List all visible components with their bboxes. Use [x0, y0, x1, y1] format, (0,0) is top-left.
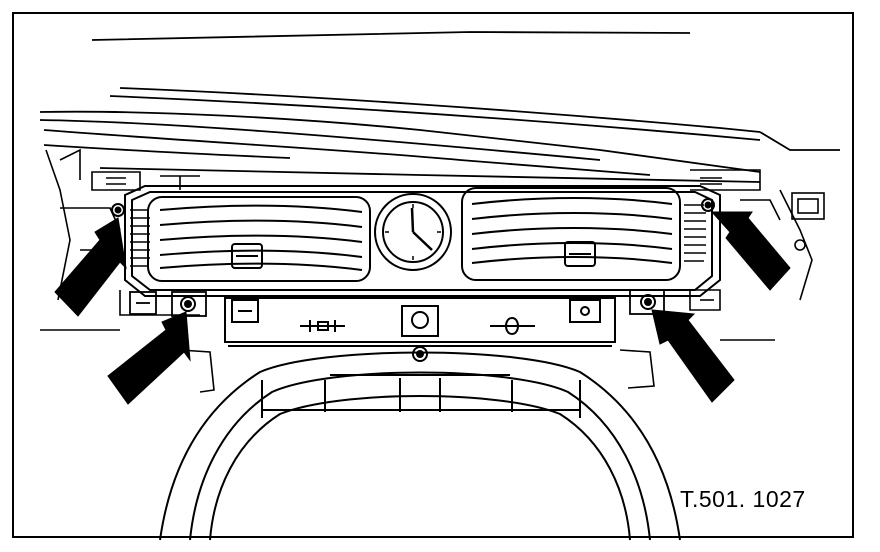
clock-icon: [374, 193, 452, 271]
lower-console-arch: [159, 351, 681, 541]
vent-bezel: [124, 185, 721, 297]
left-vent-thumbwheel: [130, 209, 150, 267]
left-air-vent: [147, 196, 371, 282]
windscreen-lines: [39, 31, 840, 183]
left-vent-adjuster-tab: [231, 243, 263, 269]
screw-icon: [111, 198, 715, 362]
arrow-pointer-icon: [54, 211, 791, 405]
right-vent-adjuster-tab: [564, 241, 596, 267]
arrow-upper-left: [54, 217, 127, 317]
arrow-lower-right: [651, 309, 735, 403]
bracket-tabs: [129, 289, 665, 317]
right-air-vent: [461, 187, 681, 281]
lower-mounting-panel: [224, 297, 616, 347]
right-vent-thumbwheel: [684, 204, 706, 262]
figure-reference-code: T.501. 1027: [680, 486, 806, 512]
arrow-upper-right: [710, 211, 791, 291]
right-dash-structure: [619, 169, 825, 389]
arrow-lower-left: [107, 311, 191, 405]
left-dash-structure: [40, 148, 215, 393]
figure-border: [12, 12, 854, 538]
